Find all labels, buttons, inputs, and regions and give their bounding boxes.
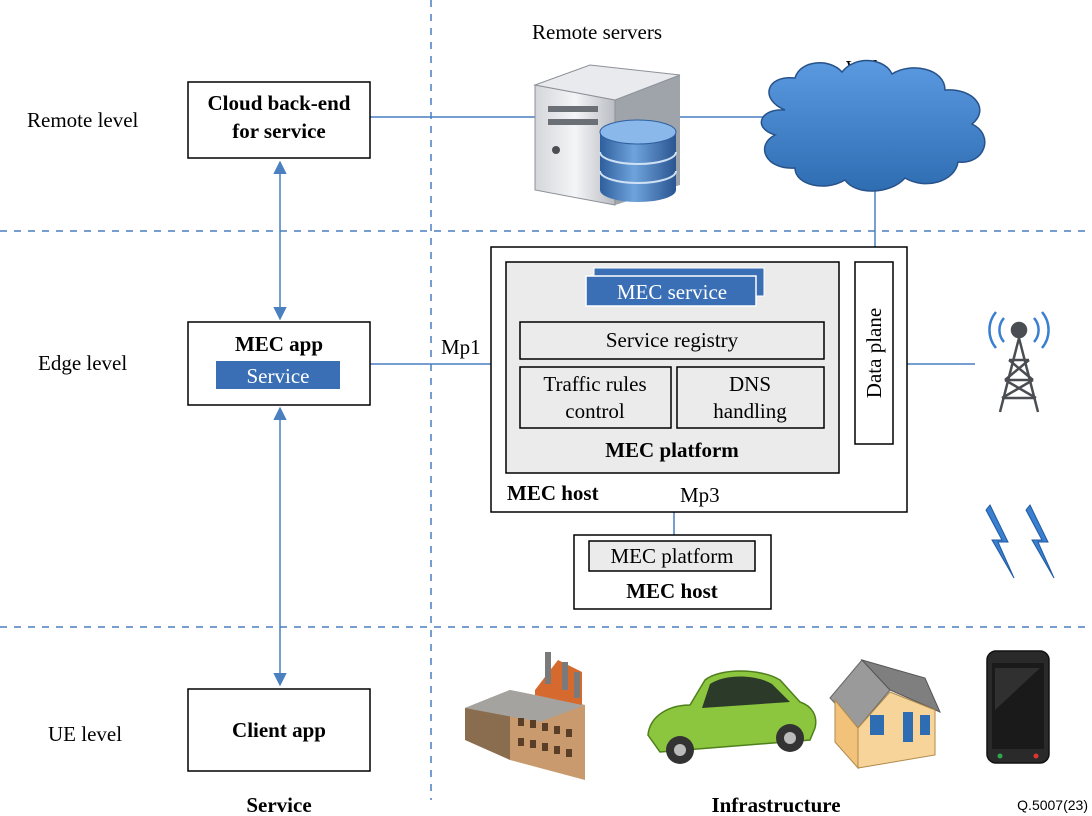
mec-app-title: MEC app <box>235 332 323 356</box>
column-label-infrastructure: Infrastructure <box>711 793 840 816</box>
database-icon <box>599 119 677 202</box>
wireless-signal-icon <box>985 504 1055 579</box>
dns-line2: handling <box>713 399 787 423</box>
factory-icon <box>465 652 585 780</box>
house-icon <box>829 659 941 770</box>
figure-id: Q.5007(23) <box>1017 797 1088 813</box>
data-plane-label: Data plane <box>862 308 886 398</box>
remote-servers-label: Remote servers <box>532 20 662 44</box>
dns-line1: DNS <box>729 372 771 396</box>
client-app-box: Client app <box>187 688 371 772</box>
mp3-label: Mp3 <box>680 483 720 507</box>
level-label-edge: Edge level <box>38 351 127 375</box>
phone-icon <box>986 650 1050 764</box>
mec-app-box: MEC app Service <box>187 321 371 406</box>
mec-host-secondary-box: MEC platform MEC host <box>573 534 772 610</box>
mec-host-box: MEC service Service registry Traffic rul… <box>490 246 908 513</box>
cloud-backend-line1: Cloud back-end <box>208 91 351 115</box>
level-label-remote: Remote level <box>27 108 139 132</box>
car-icon <box>647 670 817 764</box>
cloud-backend-box: Cloud back-end for service <box>187 81 371 159</box>
cloud-backend-line2: for service <box>232 119 325 143</box>
traffic-rules-line2: control <box>565 399 625 423</box>
mec-host-label: MEC host <box>507 481 599 505</box>
service-registry-box <box>519 321 825 360</box>
service-registry-label: Service registry <box>606 328 739 352</box>
mec-platform-secondary-label: MEC platform <box>610 544 733 568</box>
mec-host-secondary-label: MEC host <box>626 579 718 603</box>
cell-tower-icon <box>988 311 1050 413</box>
column-label-service: Service <box>246 793 311 816</box>
web-cloud-icon <box>760 59 986 192</box>
mec-platform-secondary-box <box>588 540 756 572</box>
connections <box>273 116 975 687</box>
level-label-ue: UE level <box>48 722 122 746</box>
mp1-label: Mp1 <box>441 335 481 359</box>
dns-handling-box <box>676 366 825 429</box>
service-badge <box>216 361 340 389</box>
client-app-label: Client app <box>232 718 326 742</box>
service-badge-label: Service <box>247 364 310 388</box>
traffic-rules-box <box>519 366 672 429</box>
mec-platform-label: MEC platform <box>605 438 739 462</box>
data-plane-box <box>854 261 894 445</box>
mec-service-badge <box>585 275 757 307</box>
mec-service-label: MEC service <box>617 280 727 304</box>
traffic-rules-line1: Traffic rules <box>543 372 646 396</box>
